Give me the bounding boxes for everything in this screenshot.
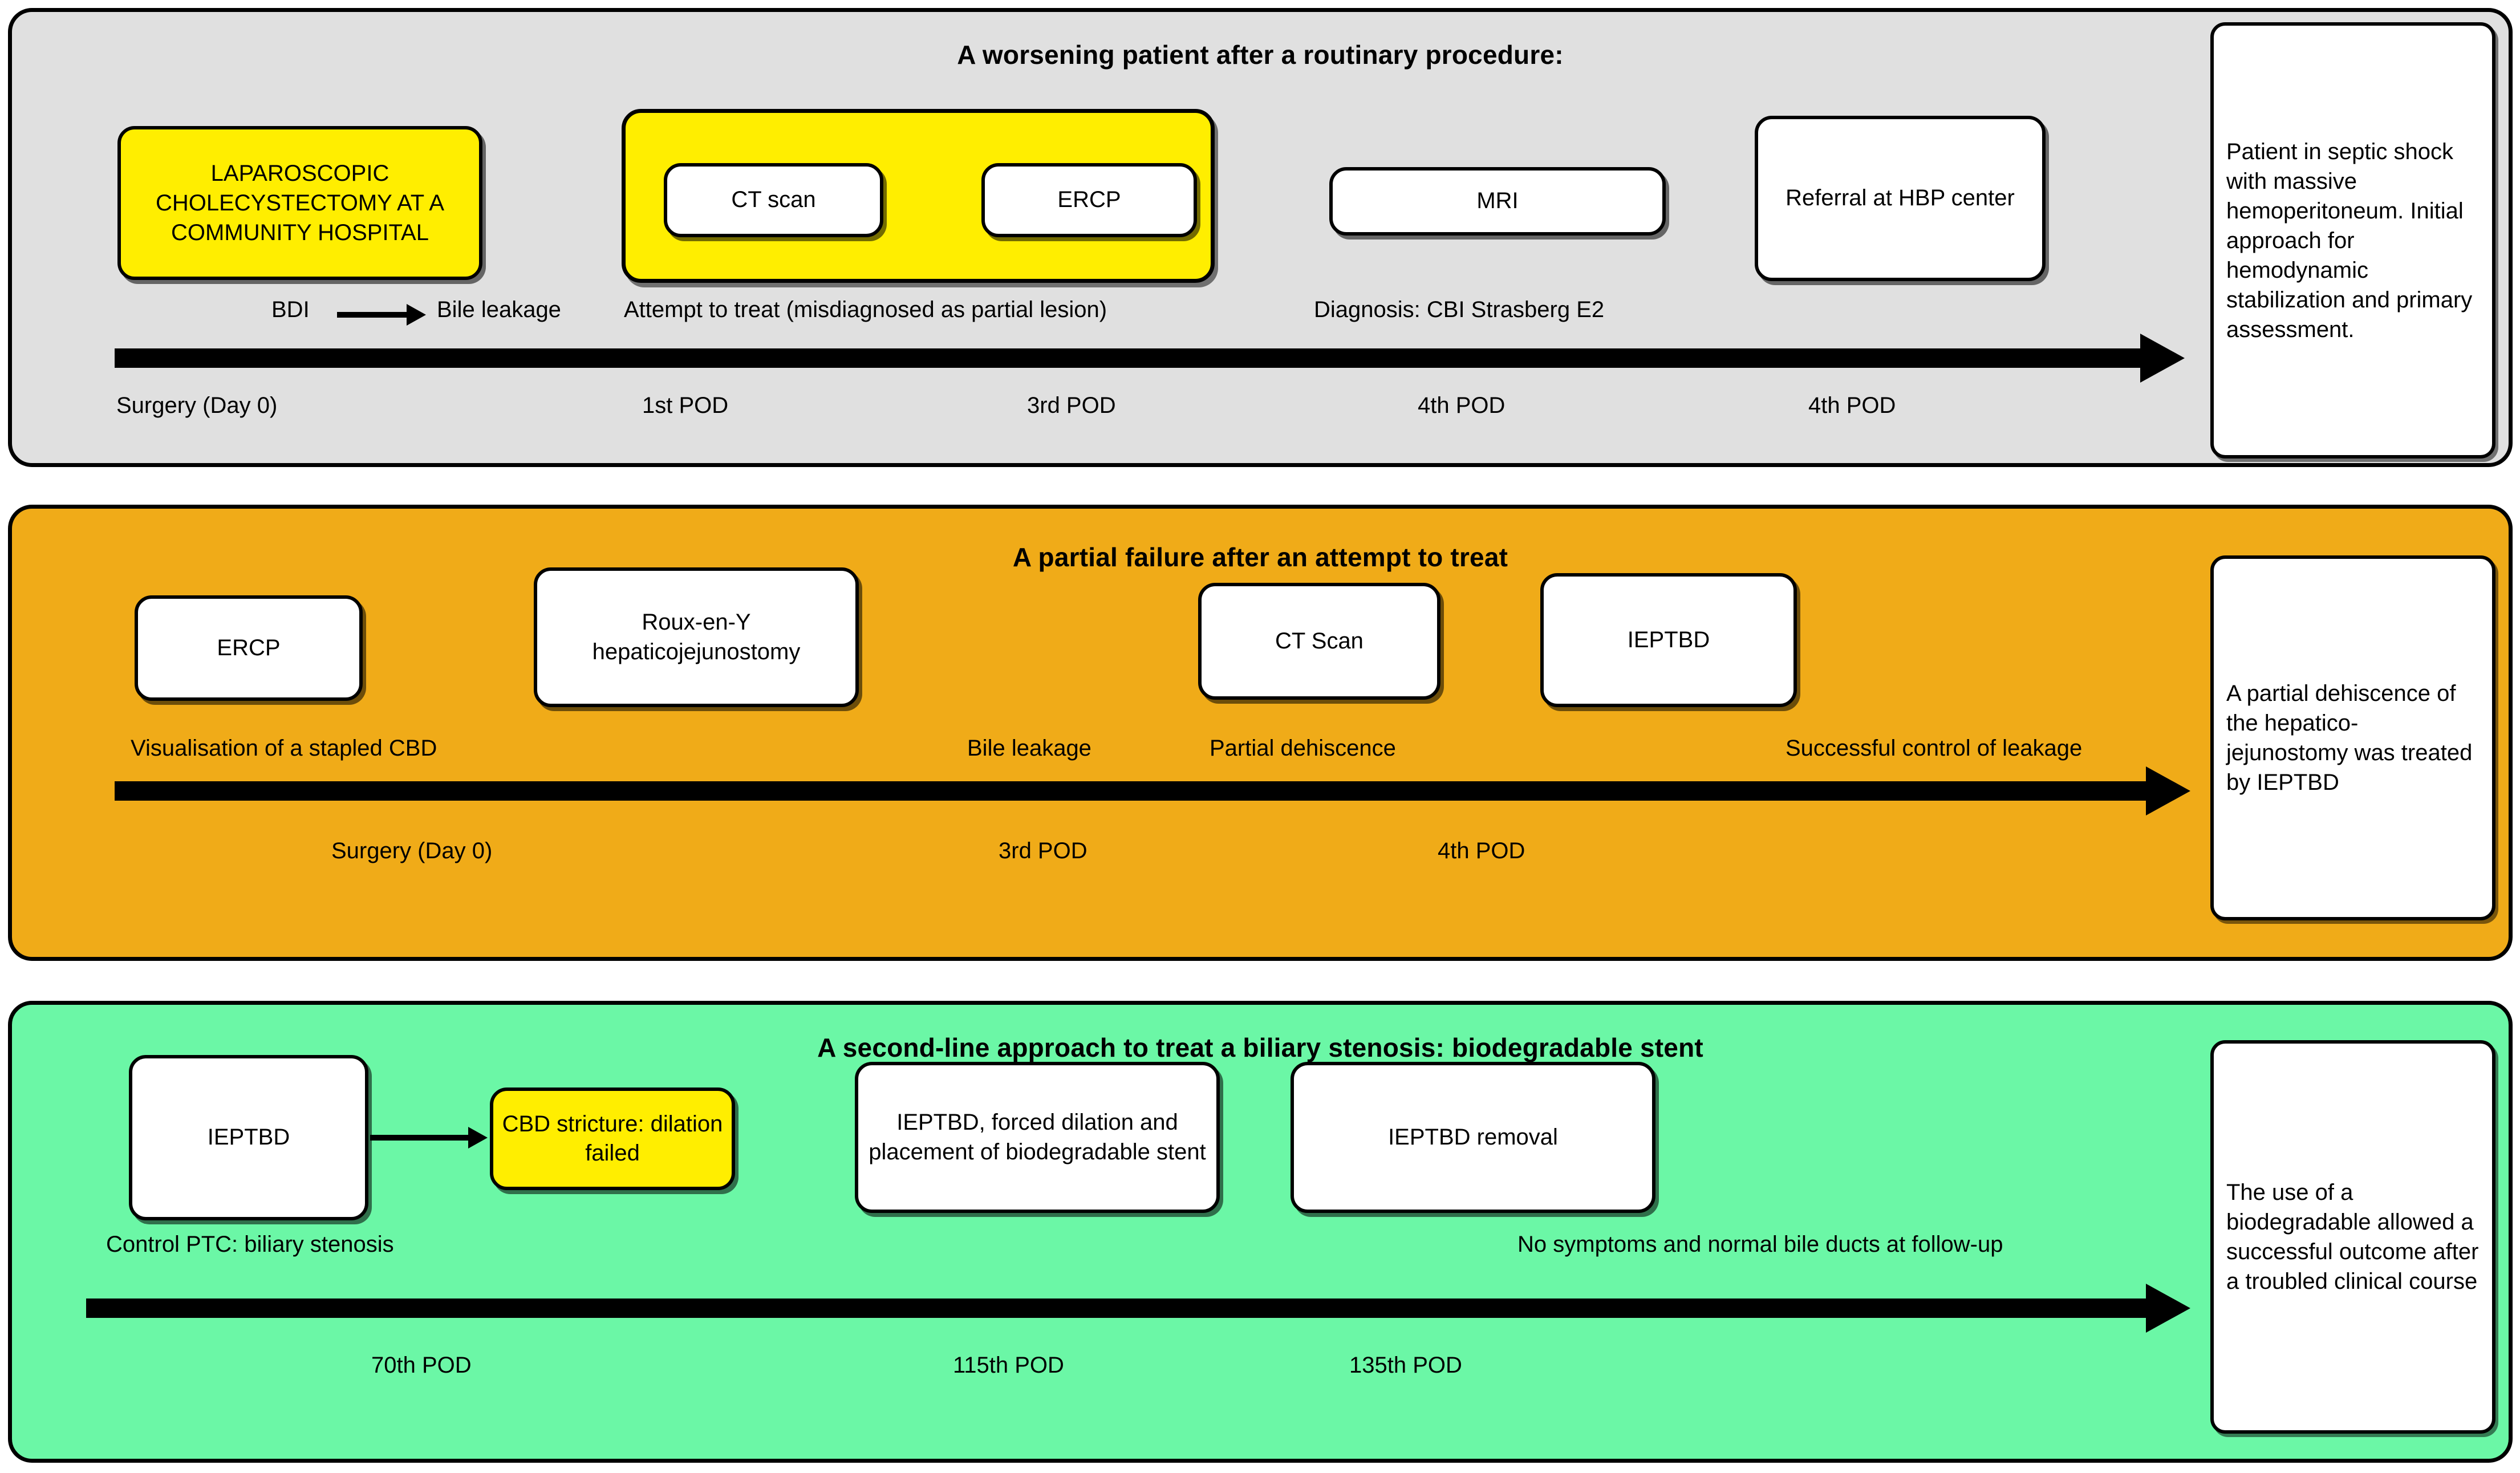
tick-3rd-pod-2: 3rd POD xyxy=(999,838,1087,863)
node-ercp[interactable]: ERCP xyxy=(981,163,1197,237)
ieptbd-to-cbd-stricture-arrow xyxy=(370,1127,489,1149)
tick-115th-pod: 115th POD xyxy=(953,1353,1064,1378)
timeline-arrow xyxy=(86,1284,2190,1333)
label-no-symptoms: No symptoms and normal bile ducts at fol… xyxy=(1517,1232,2003,1257)
label-control-ptc: Control PTC: biliary stenosis xyxy=(106,1232,394,1257)
tick-surgery-day0-2: Surgery (Day 0) xyxy=(331,838,493,863)
node-cbd-stricture[interactable]: CBD stricture: dilation failed xyxy=(490,1087,735,1190)
node-ct-scan[interactable]: CT scan xyxy=(664,163,883,237)
label-bdi: BDI xyxy=(271,297,310,322)
timeline-arrow xyxy=(115,334,2185,383)
node-ercp-2[interactable]: ERCP xyxy=(135,595,363,701)
outcome-biodegradable: The use of a biodegradable allowed a suc… xyxy=(2210,1040,2495,1434)
tick-surgery-day0: Surgery (Day 0) xyxy=(116,393,278,418)
node-ct-scan-2[interactable]: CT Scan xyxy=(1198,583,1440,700)
label-diagnosis: Diagnosis: CBI Strasberg E2 xyxy=(1314,297,1605,322)
tick-4th-pod-b: 4th POD xyxy=(1808,393,1896,418)
tick-135th-pod: 135th POD xyxy=(1349,1353,1462,1378)
panel-title: A partial failure after an attempt to tr… xyxy=(1012,542,1508,572)
tick-70th-pod: 70th POD xyxy=(371,1353,472,1378)
label-attempt-to-treat: Attempt to treat (misdiagnosed as partia… xyxy=(624,297,1107,322)
node-lap-chole[interactable]: LAPAROSCOPIC CHOLECYSTECTOMY AT A COMMUN… xyxy=(117,126,482,280)
tick-1st-pod: 1st POD xyxy=(642,393,729,418)
label-bile-leakage-2: Bile leakage xyxy=(967,736,1091,761)
node-ieptbd-removal[interactable]: IEPTBD removal xyxy=(1291,1062,1655,1213)
node-referral-hbp[interactable]: Referral at HBP center xyxy=(1755,116,2046,281)
node-ieptbd-3[interactable]: IEPTBD xyxy=(129,1055,368,1220)
panel-title: A second-line approach to treat a biliar… xyxy=(817,1033,1703,1062)
label-partial-dehiscence: Partial dehiscence xyxy=(1210,736,1396,761)
node-roux-en-y[interactable]: Roux-en-Y hepaticojejunostomy xyxy=(534,567,859,707)
panel-second-line: A second-line approach to treat a biliar… xyxy=(8,1001,2513,1463)
label-bile-leakage: Bile leakage xyxy=(437,297,561,322)
node-ieptbd[interactable]: IEPTBD xyxy=(1540,573,1797,707)
node-forced-dilation[interactable]: IEPTBD, forced dilation and placement of… xyxy=(855,1062,1220,1213)
outcome-septic-shock: Patient in septic shock with massive hem… xyxy=(2210,22,2495,458)
timeline-arrow xyxy=(115,766,2190,815)
panel-partial-failure: A partial failure after an attempt to tr… xyxy=(8,505,2513,961)
label-visualisation-cbd: Visualisation of a stapled CBD xyxy=(131,736,437,761)
bdi-to-bile-leakage-arrow xyxy=(337,304,426,326)
tick-3rd-pod: 3rd POD xyxy=(1027,393,1116,418)
panel-title: A worsening patient after a routinary pr… xyxy=(957,40,1564,70)
outcome-partial-dehiscence: A partial dehiscence of the hepatico-jej… xyxy=(2210,555,2495,920)
panel-worsening-patient: A worsening patient after a routinary pr… xyxy=(8,8,2513,467)
tick-4th-pod-2: 4th POD xyxy=(1438,838,1525,863)
label-successful-control: Successful control of leakage xyxy=(1785,736,2083,761)
node-mri[interactable]: MRI xyxy=(1329,167,1666,236)
tick-4th-pod-a: 4th POD xyxy=(1418,393,1505,418)
